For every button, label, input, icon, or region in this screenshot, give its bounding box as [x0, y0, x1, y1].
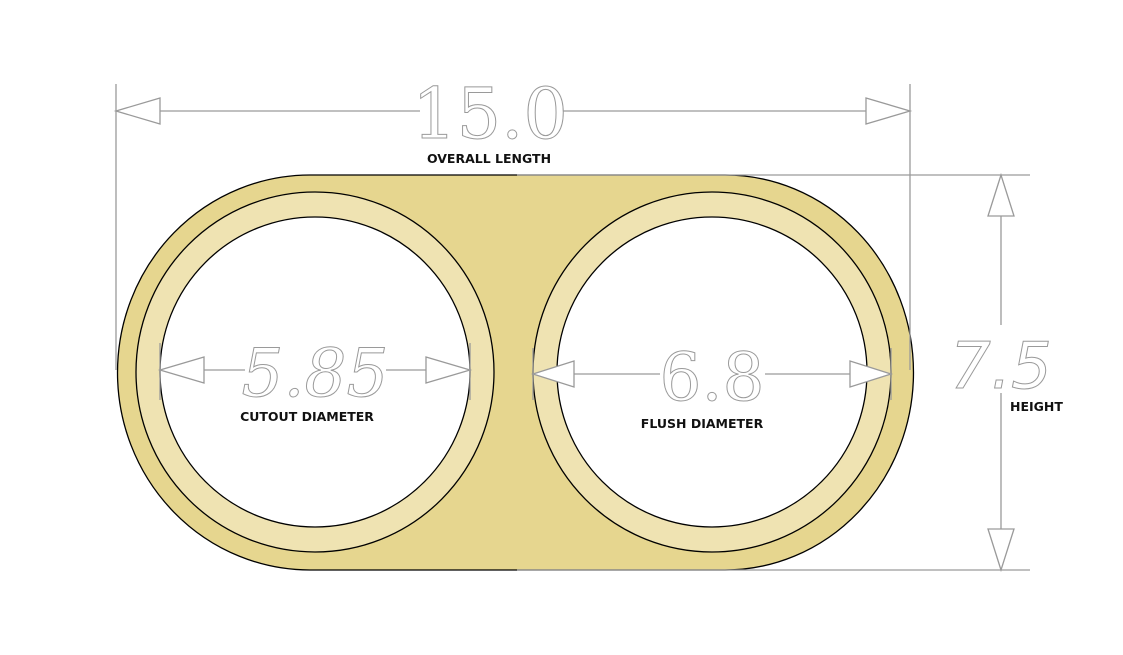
arrow-right-icon: [849, 360, 894, 388]
cutout-diameter-value: 5.85: [242, 335, 389, 412]
overall-length-dimension: 15.0 OVERALL LENGTH: [113, 73, 913, 370]
arrow-left-icon: [157, 356, 205, 384]
height-value: 7.5: [950, 330, 1052, 404]
arrow-left-icon: [530, 360, 575, 388]
cutout-diameter-label: CUTOUT DIAMETER: [240, 409, 374, 424]
arrow-left-icon: [113, 97, 161, 125]
overall-length-value: 15.0: [412, 73, 568, 155]
flush-diameter-label: FLUSH DIAMETER: [641, 416, 764, 431]
arrow-right-icon: [425, 356, 473, 384]
overall-length-label: OVERALL LENGTH: [427, 151, 551, 166]
flush-diameter-value: 6.8: [660, 339, 765, 416]
height-label: HEIGHT: [1010, 399, 1063, 414]
arrow-up-icon: [987, 172, 1015, 217]
flush-diameter-dimension: 6.8 FLUSH DIAMETER: [530, 339, 894, 431]
arrow-right-icon: [865, 97, 913, 125]
left-ring: [135, 191, 495, 553]
height-dimension: 7.5 HEIGHT: [950, 172, 1063, 573]
arrow-down-icon: [987, 528, 1015, 573]
cutout-diameter-dimension: 5.85 CUTOUT DIAMETER: [157, 335, 473, 424]
